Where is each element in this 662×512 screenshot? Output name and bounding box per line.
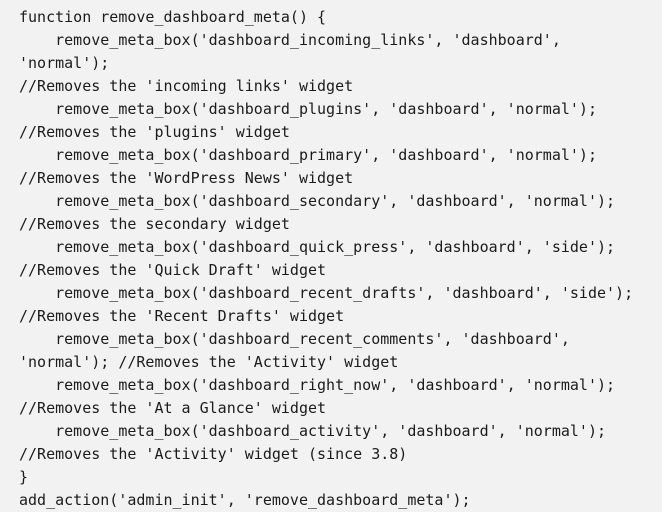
code-line: remove_meta_box('dashboard_quick_press',… [19, 238, 625, 279]
code-line: remove_meta_box('dashboard_primary', 'da… [19, 146, 607, 187]
code-line: remove_meta_box('dashboard_secondary', '… [19, 192, 625, 233]
code-line: remove_meta_box('dashboard_incoming_link… [19, 31, 570, 72]
code-line: } [19, 468, 29, 486]
code-line: //Removes the 'incoming links' widget [19, 77, 354, 95]
code-line: remove_meta_box('dashboard_recent_commen… [19, 330, 579, 371]
code-line: add_action('admin_init', 'remove_dashboa… [19, 491, 471, 509]
code-line: remove_meta_box('dashboard_recent_drafts… [19, 284, 643, 325]
code-line: remove_meta_box('dashboard_activity', 'd… [19, 422, 616, 463]
code-line: remove_meta_box('dashboard_plugins', 'da… [19, 100, 607, 141]
code-line: remove_meta_box('dashboard_right_now', '… [19, 376, 625, 417]
code-line: function remove_dashboard_meta() { [19, 8, 327, 26]
